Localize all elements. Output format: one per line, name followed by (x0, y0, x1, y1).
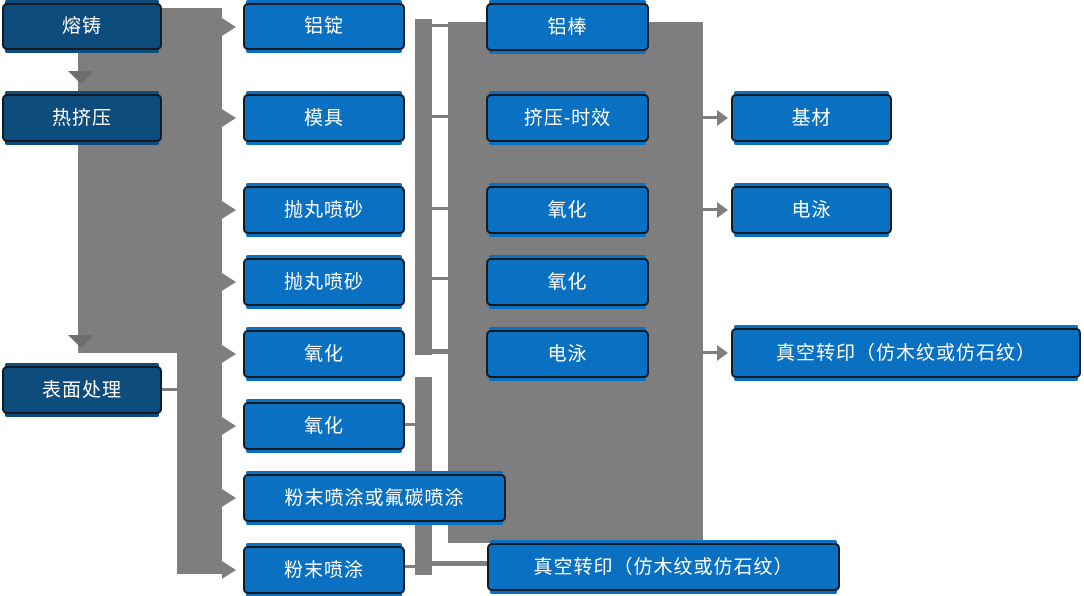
connector-row-oxidation2 (432, 277, 448, 280)
node-powder-coating: 粉末喷涂 (243, 546, 405, 594)
node-vacuum-transfer-1: 真空转印（仿木纹或仿石纹） (731, 328, 1081, 378)
connector-row-mold (432, 115, 448, 118)
connector-shaft-electro (703, 208, 717, 211)
connector-stub-oxidation (404, 423, 415, 426)
connector-left-wide-band (78, 8, 222, 353)
node-electrophoresis-2: 电泳 (731, 186, 892, 234)
connector-shaft-base (703, 116, 717, 119)
arrow-to-powder-fluoro-icon (222, 489, 236, 507)
arrow-to-oxidation-2-icon (222, 417, 236, 435)
node-mold: 模具 (243, 94, 405, 142)
connector-surface-stub (161, 388, 177, 391)
node-melting-casting: 熔铸 (2, 3, 162, 50)
arrow-to-aluminum-ingot-icon (222, 18, 236, 36)
node-oxidation-4: 氧化 (486, 258, 649, 306)
arrow-to-shot-blasting-2-icon (222, 273, 236, 291)
node-extrusion-aging: 挤压-时效 (486, 94, 649, 142)
connector-row-electro (432, 349, 448, 354)
connector-stub-vacuum (432, 561, 487, 566)
arrow-to-electrophoresis-icon (717, 202, 728, 218)
node-vacuum-transfer-2: 真空转印（仿木纹或仿石纹） (487, 543, 840, 591)
arrow-to-powder-coating-icon (222, 561, 236, 579)
arrow-to-shot-blasting-1-icon (222, 201, 236, 219)
node-oxidation-3: 氧化 (486, 186, 649, 234)
node-aluminum-rod: 铝棒 (486, 3, 649, 51)
node-electrophoresis-1: 电泳 (486, 330, 649, 378)
connector-mid-bar-upper (415, 19, 432, 355)
node-shot-blasting-1: 抛丸喷砂 (243, 186, 405, 234)
node-surface-treatment: 表面处理 (2, 366, 162, 414)
connector-left-narrow-band (177, 353, 222, 574)
arrow-to-vacuum-transfer-icon (717, 345, 728, 361)
arrow-to-mold-icon (222, 109, 236, 127)
node-powder-or-fluorocarbon-coating: 粉末喷涂或氟碳喷涂 (243, 474, 506, 522)
arrow-down-to-surface-treatment-icon (68, 335, 94, 348)
node-hot-extrusion: 热挤压 (2, 94, 162, 142)
connector-stub-powder (404, 565, 415, 568)
node-shot-blasting-2: 抛丸喷砂 (243, 258, 405, 306)
node-oxidation-1: 氧化 (243, 330, 405, 378)
node-base-material: 基材 (731, 94, 892, 142)
arrow-to-base-material-icon (717, 110, 728, 126)
arrow-to-oxidation-1-icon (222, 345, 236, 363)
arrow-down-to-hot-extrusion-icon (68, 71, 94, 84)
node-aluminum-ingot: 铝锭 (243, 3, 405, 50)
node-oxidation-2: 氧化 (243, 402, 405, 450)
connector-shaft-vacuum (703, 351, 717, 354)
connector-row-oxidation (432, 207, 448, 210)
connector-row-ingot (432, 24, 448, 27)
